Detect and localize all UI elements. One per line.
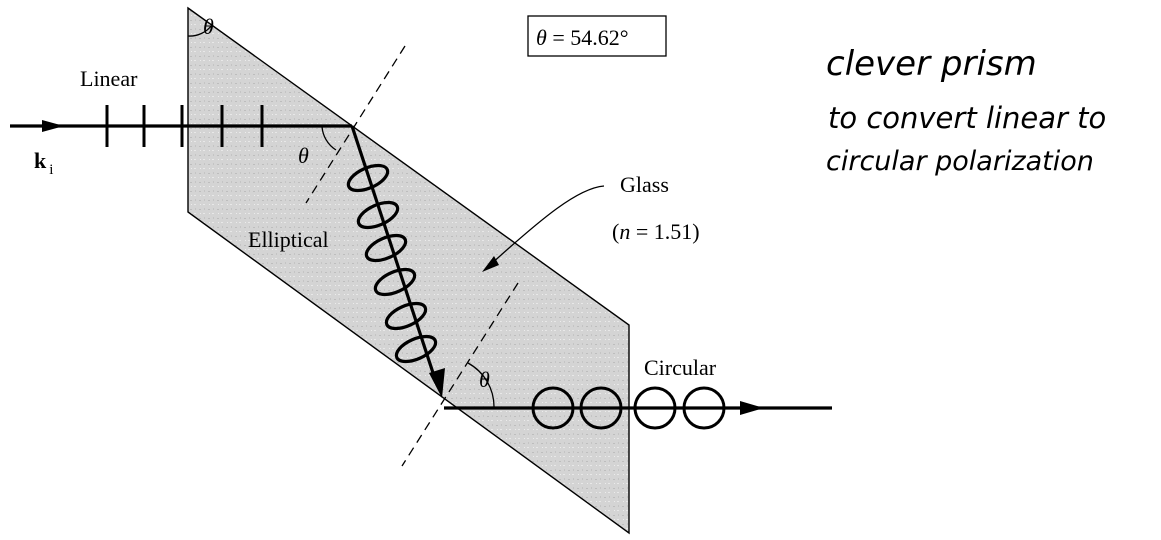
glass-leader-arrowhead (482, 256, 499, 272)
upper-angle-arc (321, 125, 337, 151)
circular-polarization-circles (531, 386, 726, 430)
top-angle-arc (187, 24, 213, 37)
glass-leader-line (489, 185, 605, 266)
wave-vector-subscript: i (49, 162, 53, 178)
internal-arrowhead (429, 368, 445, 398)
elliptical-label: Elliptical (248, 227, 329, 252)
circular-label: Circular (644, 355, 717, 380)
top-theta-label: θ (203, 14, 214, 39)
handwritten-note-line-3: circular polarization (826, 146, 1094, 177)
handwritten-note-line-2: to convert linear to (828, 101, 1106, 135)
theta-value-text: θ = 54.62° (536, 25, 629, 50)
lower-theta-label: θ (479, 367, 490, 392)
exit-arrowhead (740, 401, 764, 415)
lower-normal-line (401, 282, 519, 467)
lower-angle-arc (467, 362, 495, 409)
elliptical-polarization-ellipses (346, 163, 438, 364)
handwritten-note-line-1: clever prism (826, 44, 1037, 84)
upper-theta-label: θ (298, 143, 309, 168)
handwritten-note: clever prism to convert linear to circul… (826, 44, 1106, 177)
linear-label: Linear (80, 66, 138, 91)
refractive-index-label: (n = 1.51) (612, 219, 700, 244)
theta-value-box (527, 15, 667, 57)
glass-label: Glass (620, 172, 669, 197)
upper-normal-line (305, 45, 406, 204)
linear-polarization-ticks (105, 105, 264, 147)
wave-vector-symbol: k (34, 148, 47, 173)
incident-arrowhead (42, 120, 64, 132)
